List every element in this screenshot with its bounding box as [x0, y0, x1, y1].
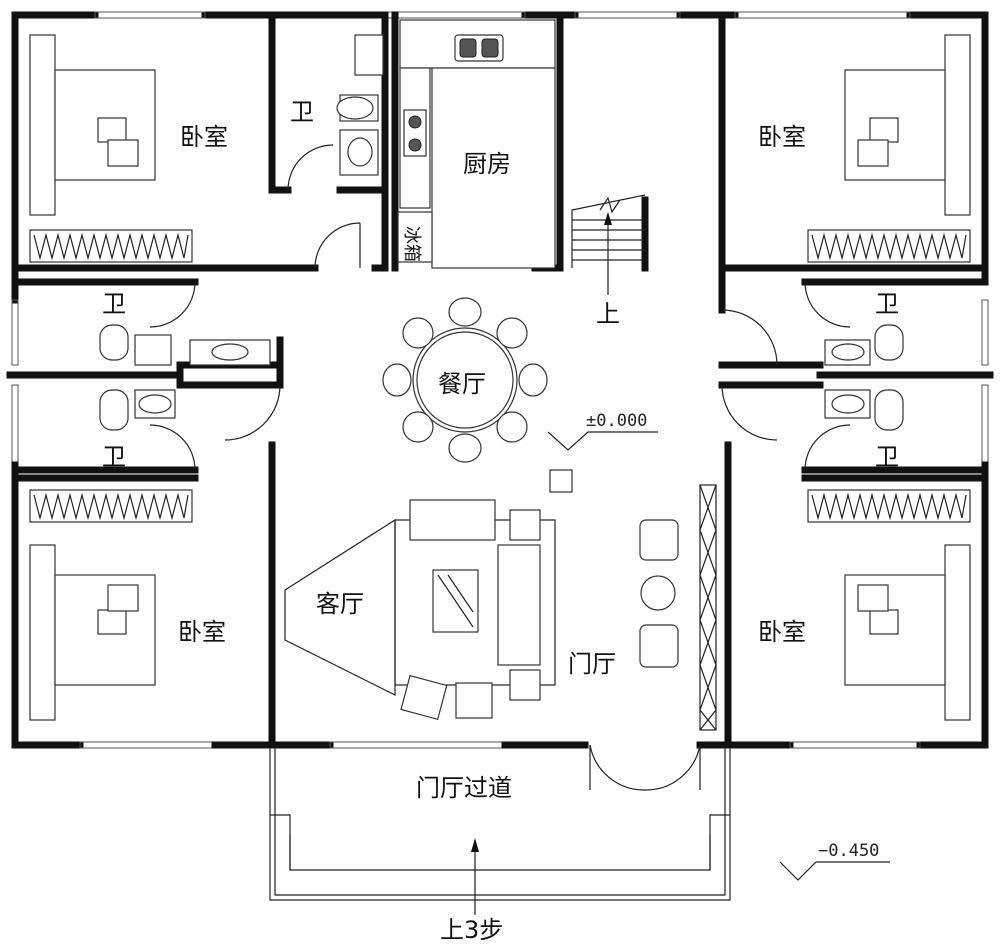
label-living: 客厅 — [316, 590, 364, 618]
label-corridor: 门厅过道 — [416, 774, 512, 802]
label-fridge: 冰箱 — [401, 226, 422, 262]
label-kitchen: 厨房 — [463, 150, 511, 178]
label-dining: 餐厅 — [438, 370, 486, 398]
label-level-exterior: −0.450 — [818, 841, 879, 861]
label-bath-w1: 卫 — [102, 290, 126, 318]
bed-nw — [29, 34, 193, 263]
staircase — [571, 194, 646, 295]
label-bedroom-nw: 卧室 — [180, 123, 228, 151]
label-foyer: 门厅 — [568, 650, 616, 678]
bed-se — [807, 489, 971, 721]
level-mark-exterior — [779, 861, 890, 881]
bath-top-fixtures — [336, 34, 384, 176]
entrance-arrow-head — [471, 838, 479, 852]
label-bath-w2: 卫 — [102, 443, 126, 471]
label-bedroom-sw: 卧室 — [178, 618, 226, 646]
interior-walls — [11, 11, 989, 749]
bed-sw — [29, 489, 193, 721]
label-bath-top: 卫 — [290, 98, 314, 126]
dining-table — [382, 297, 548, 463]
bath-west-fixtures — [99, 324, 271, 431]
label-bath-e1: 卫 — [875, 290, 899, 318]
porch — [269, 748, 731, 901]
bath-east-fixtures — [824, 324, 904, 431]
bed-ne — [807, 34, 971, 263]
label-stairs-up: 上 — [596, 300, 620, 328]
foyer-furniture — [639, 484, 717, 731]
level-mark-floor — [547, 431, 658, 451]
doors — [149, 144, 851, 791]
label-bedroom-ne: 卧室 — [758, 123, 806, 151]
label-bedroom-se: 卧室 — [758, 618, 806, 646]
label-level-floor: ±0.000 — [586, 411, 647, 431]
label-entrance-steps: 上3步 — [440, 916, 503, 944]
kitchen-counter — [397, 19, 556, 269]
living-furniture — [284, 469, 573, 721]
label-bath-e2: 卫 — [875, 443, 899, 471]
